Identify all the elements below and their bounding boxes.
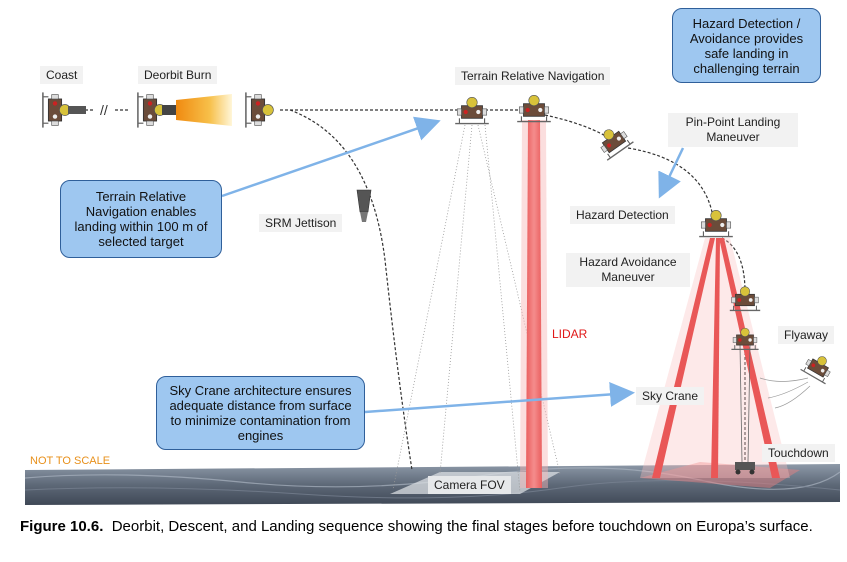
label-flyaway: Flyaway bbox=[778, 326, 835, 344]
srm-coast bbox=[68, 106, 86, 114]
label-hazard-avoidance: Hazard Avoidance Maneuver bbox=[566, 253, 690, 287]
figure-caption: Figure 10.6. Deorbit, Descent, and Landi… bbox=[20, 517, 830, 536]
sky-crane-cables bbox=[739, 344, 751, 463]
spacecraft-lidar bbox=[516, 94, 552, 123]
srm-burning bbox=[162, 105, 176, 115]
srm-jettisoned bbox=[356, 189, 372, 222]
burn-plume bbox=[176, 94, 232, 126]
camera-fov-cone bbox=[392, 124, 561, 493]
break-mark: // bbox=[100, 102, 108, 118]
label-pin-point: Pin-Point Landing Maneuver bbox=[668, 113, 798, 147]
label-sky-crane: Sky Crane bbox=[636, 387, 705, 405]
label-trn: Terrain Relative Navigation bbox=[455, 67, 611, 85]
callout-arrows bbox=[221, 116, 685, 414]
label-coast: Coast bbox=[40, 66, 84, 84]
spacecraft-coast-1 bbox=[42, 91, 72, 129]
caption-text: Deorbit, Descent, and Landing sequence s… bbox=[111, 518, 813, 535]
label-lidar: LIDAR bbox=[552, 327, 588, 341]
spacecraft-hazard-detection bbox=[698, 209, 734, 238]
callout-trn: Terrain Relative Navigation enables land… bbox=[60, 180, 222, 258]
lidar-beam-vertical bbox=[526, 120, 542, 488]
flyaway-wake bbox=[759, 377, 811, 409]
callout-sky-crane: Sky Crane architecture ensures adequate … bbox=[156, 376, 365, 450]
label-hazard-detection: Hazard Detection bbox=[570, 206, 675, 224]
rover-touchdown bbox=[735, 462, 755, 475]
spacecraft-post-burn bbox=[245, 91, 275, 129]
callout-hazard: Hazard Detection / Avoidance provides sa… bbox=[672, 8, 821, 83]
label-srm-jettison: SRM Jettison bbox=[259, 214, 343, 232]
trajectory bbox=[75, 109, 746, 471]
caption-prefix: Figure 10.6. bbox=[20, 518, 104, 535]
label-deorbit-burn: Deorbit Burn bbox=[138, 66, 218, 84]
label-not-to-scale: NOT TO SCALE bbox=[30, 455, 111, 467]
label-touchdown: Touchdown bbox=[762, 444, 835, 462]
lidar-footprint bbox=[640, 462, 800, 488]
label-camera-fov: Camera FOV bbox=[428, 476, 511, 494]
spacecraft-trn bbox=[454, 96, 490, 125]
spacecraft-pinpoint bbox=[592, 120, 635, 161]
spacecraft-deorbit bbox=[137, 91, 167, 129]
